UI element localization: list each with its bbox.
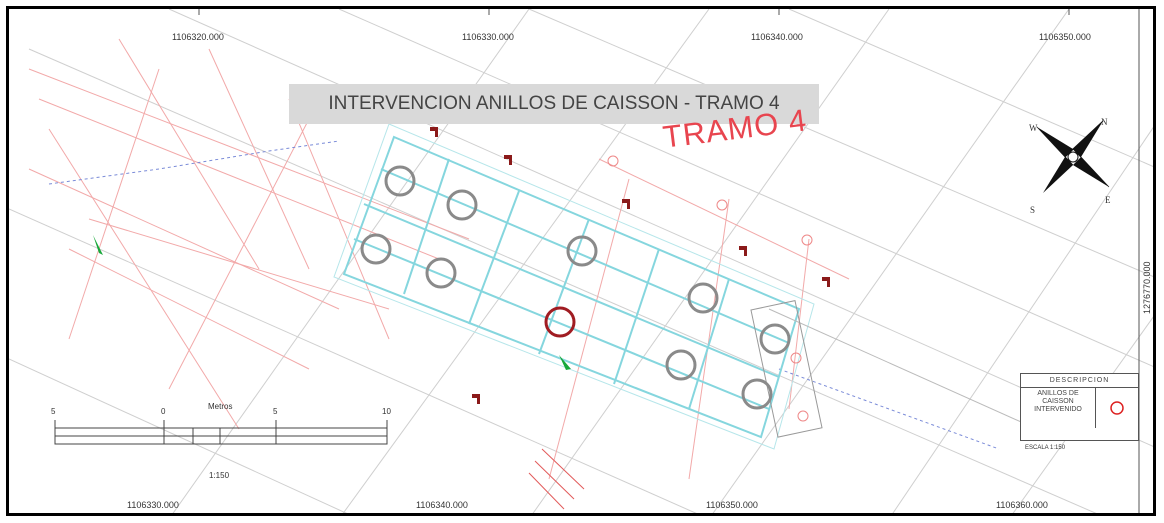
coord-top-2: 1106330.000 xyxy=(462,32,514,42)
legend-text-line-2: CAISSON xyxy=(1042,398,1074,405)
red-ring-icon xyxy=(1110,401,1124,415)
legend-header: DESCRIPCION xyxy=(1021,374,1138,388)
legend-symbol xyxy=(1096,388,1138,428)
blue-pipeline xyxy=(48,140,340,185)
coord-bottom-4: 1106360.000 xyxy=(996,500,1048,510)
east-pipe xyxy=(768,308,1060,440)
green-arrow-west xyxy=(93,235,103,255)
scale-bar-label: Metros xyxy=(208,402,233,411)
scale-tick-4: 10 xyxy=(382,407,391,416)
coord-top-4: 1106350.000 xyxy=(1039,32,1091,42)
coord-top-1: 1106320.000 xyxy=(172,32,224,42)
coord-bottom-1: 1106330.000 xyxy=(127,500,179,510)
red-annotation-marks xyxy=(528,448,585,510)
map-canvas xyxy=(9,9,1153,513)
legend-text-line-1: ANILLOS DE xyxy=(1037,390,1079,397)
legend-box: DESCRIPCION ANILLOS DE CAISSON INTERVENI… xyxy=(1020,373,1139,441)
coord-bottom-3: 1106350.000 xyxy=(706,500,758,510)
east-box xyxy=(750,300,823,438)
pole-symbols xyxy=(430,127,830,404)
red-markers xyxy=(607,155,813,422)
coord-top-3: 1106340.000 xyxy=(751,32,803,42)
scale-ratio: 1:150 xyxy=(209,471,230,480)
scale-bar xyxy=(54,420,388,445)
scale-tick-3: 5 xyxy=(273,407,278,416)
frame-ticks xyxy=(198,9,1140,513)
legend-item-text: ANILLOS DE CAISSON INTERVENIDO xyxy=(1021,388,1096,428)
legend-scale-note: ESCALA 1:150 xyxy=(1025,445,1066,451)
green-arrow-center xyxy=(559,355,571,370)
map-frame: 1106320.000 1106330.000 1106340.000 1106… xyxy=(6,6,1156,516)
compass-w-label: W xyxy=(1029,123,1038,133)
compass-e-label: E xyxy=(1105,195,1111,205)
legend-text-line-3: INTERVENIDO xyxy=(1034,406,1082,413)
cyan-structure xyxy=(342,135,801,439)
coord-bottom-2: 1106340.000 xyxy=(416,500,468,510)
compass-rose xyxy=(1036,120,1110,193)
grid-lines xyxy=(9,9,1153,513)
cyan-outer xyxy=(333,123,815,450)
red-survey-lines xyxy=(28,38,850,480)
compass-s-label: S xyxy=(1030,205,1036,215)
scale-tick-1: 5 xyxy=(51,407,56,416)
map-title: INTERVENCION ANILLOS DE CAISSON - TRAMO … xyxy=(328,93,780,114)
scale-tick-2: 0 xyxy=(161,407,166,416)
intervened-caisson-ring xyxy=(544,306,576,338)
caisson-rings xyxy=(360,165,791,410)
map-title-box: INTERVENCION ANILLOS DE CAISSON - TRAMO … xyxy=(289,84,819,124)
compass-n-label: N xyxy=(1101,117,1108,127)
coord-right: 1276770.000 xyxy=(1142,261,1152,314)
